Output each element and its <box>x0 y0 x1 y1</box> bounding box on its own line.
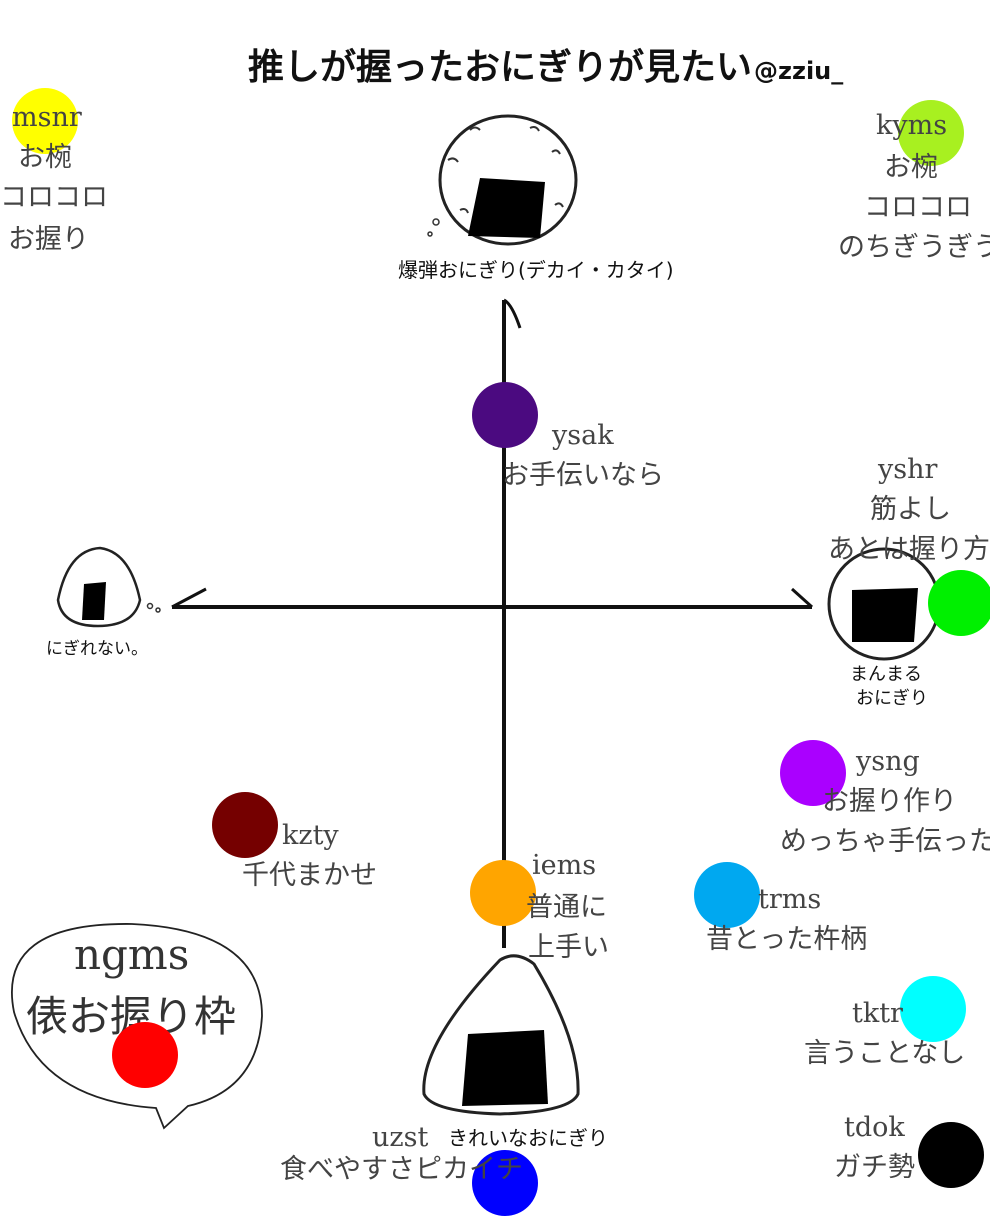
axis-label-left: にぎれない。 <box>46 639 148 659</box>
entry-note-kzty-1: 千代まかせ <box>242 860 377 891</box>
entry-name-kzty: kzty <box>282 820 339 851</box>
entry-note-tktr-1: 言うことなし <box>804 1038 966 1069</box>
entry-name-kyms: kyms <box>876 110 948 141</box>
entry-note-kyms-3: のちぎうぎう <box>838 232 990 263</box>
entry-note-yshr-2: あとは握り方 <box>828 534 990 565</box>
speech-bubble <box>11 923 263 1130</box>
marker-kzty <box>212 792 278 858</box>
entry-note-iems-1: 普通に <box>526 892 607 923</box>
entry-name-ysng: ysng <box>856 746 920 777</box>
entry-note-ysng-1: お握り作り <box>822 786 957 817</box>
axis-label-top: 爆弾おにぎり(デカイ・カタイ) <box>398 258 674 282</box>
neat-onigiri-icon <box>422 954 580 1116</box>
entry-name-iems: iems <box>532 850 597 881</box>
entry-note-msnr-2: コロコロ <box>0 182 108 213</box>
horizontal-axis-arrow-left <box>171 587 207 609</box>
round-onigiri-icon <box>827 547 941 661</box>
marker-yshr <box>928 570 990 636</box>
crumbling-onigiri-icon <box>56 546 161 628</box>
marker-kyms <box>898 100 964 166</box>
axis-label-right-line2: おにぎり <box>856 688 928 709</box>
marker-tktr <box>900 976 966 1042</box>
entry-name-tktr: tktr <box>852 998 903 1029</box>
entry-name-yshr: yshr <box>878 454 938 485</box>
entry-name-ysak: ysak <box>552 420 614 451</box>
entry-name-uzst: uzst <box>372 1122 429 1153</box>
entry-note-msnr-3: お握り <box>8 224 89 255</box>
horizontal-axis-arrow-right <box>790 587 814 609</box>
entry-note-ysak-1: お手伝いなら <box>502 460 664 491</box>
entry-name-msnr: msnr <box>12 102 82 133</box>
entry-name-trms: trms <box>758 884 822 915</box>
entry-note-iems-2: 上手い <box>528 932 609 963</box>
entry-note-kyms-2: コロコロ <box>864 192 972 223</box>
marker-trms <box>694 862 760 928</box>
entry-note-msnr-1: お椀 <box>18 142 72 173</box>
marker-ngms <box>112 1022 178 1088</box>
marker-ysng <box>780 740 846 806</box>
entry-note-kyms-1: お椀 <box>884 152 938 183</box>
axis-label-right-line1: まんまる <box>850 664 922 685</box>
bomb-onigiri-icon <box>427 114 578 246</box>
entry-name-ngms: ngms <box>74 930 190 979</box>
chart-drawing <box>11 114 941 1130</box>
chart-title: 推しが握ったおにぎりが見たい@zziu_ <box>248 38 843 90</box>
entry-note-uzst-1: 食べやすさピカイチ <box>280 1154 523 1185</box>
entry-note-ysng-2: めっちゃ手伝った <box>780 826 990 857</box>
marker-iems <box>470 860 536 926</box>
vertical-axis-arrowhead <box>503 298 522 329</box>
alignment-chart: 推しが握ったおにぎりが見たい@zziu_ 爆弾おにぎり(デカイ・カタイ) にぎれ… <box>0 38 990 1216</box>
axis-label-bottom: きれいなおにぎり <box>448 1126 608 1150</box>
marker-ysak <box>472 382 538 448</box>
entry-note-yshr-1: 筋よし <box>870 494 951 525</box>
marker-msnr <box>12 88 78 154</box>
entry-note-trms-1: 昔とった杵柄 <box>706 924 868 955</box>
entry-name-tdok: tdok <box>844 1112 905 1143</box>
marker-tdok <box>918 1122 984 1188</box>
author-handle: @zziu_ <box>754 57 844 85</box>
entry-note-tdok-1: ガチ勢 <box>834 1152 915 1183</box>
title-text: 推しが握ったおにぎりが見たい <box>248 47 753 88</box>
